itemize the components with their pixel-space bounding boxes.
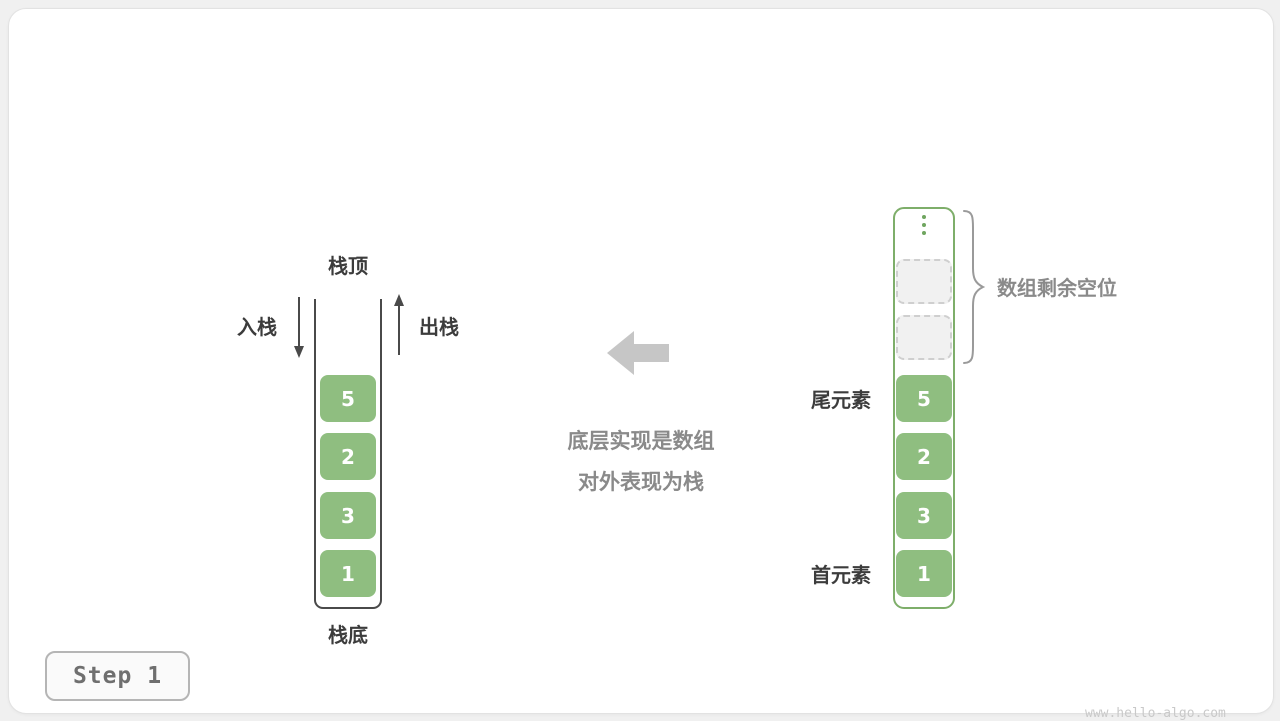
description-line-1: 底层实现是数组 — [567, 429, 715, 453]
tail-element-label: 尾元素 — [811, 388, 871, 412]
stack-cell: 5 — [320, 375, 376, 422]
stack-top-label: 栈顶 — [328, 254, 368, 278]
pop-up-arrow-icon — [394, 294, 404, 355]
array-empty-slot — [896, 315, 952, 360]
push-label: 入栈 — [237, 315, 277, 339]
array-cell: 5 — [896, 375, 952, 422]
stack-cell: 3 — [320, 492, 376, 539]
remaining-slots-label: 数组剩余空位 — [997, 276, 1117, 300]
description-text: 底层实现是数组 对外表现为栈 — [491, 421, 791, 503]
brace-icon — [963, 210, 986, 364]
array-cell: 2 — [896, 433, 952, 480]
step-badge: Step 1 — [45, 651, 190, 701]
array-empty-slot — [896, 259, 952, 304]
watermark: www.hello-algo.com — [1085, 706, 1226, 721]
pop-label: 出栈 — [419, 315, 459, 339]
left-arrow-icon — [607, 331, 669, 375]
stack-cell: 1 — [320, 550, 376, 597]
diagram-card: 栈顶 入栈 出栈 5 2 3 1 栈底 底层实现是数组 对外表现为栈 5 2 3… — [8, 8, 1274, 721]
description-line-2: 对外表现为栈 — [578, 470, 704, 494]
stack-cell: 2 — [320, 433, 376, 480]
push-down-arrow-icon — [294, 297, 304, 358]
array-cell: 1 — [896, 550, 952, 597]
array-cell: 3 — [896, 492, 952, 539]
head-element-label: 首元素 — [811, 563, 871, 587]
ellipsis-icon — [893, 215, 955, 235]
stack-bottom-label: 栈底 — [328, 623, 368, 647]
